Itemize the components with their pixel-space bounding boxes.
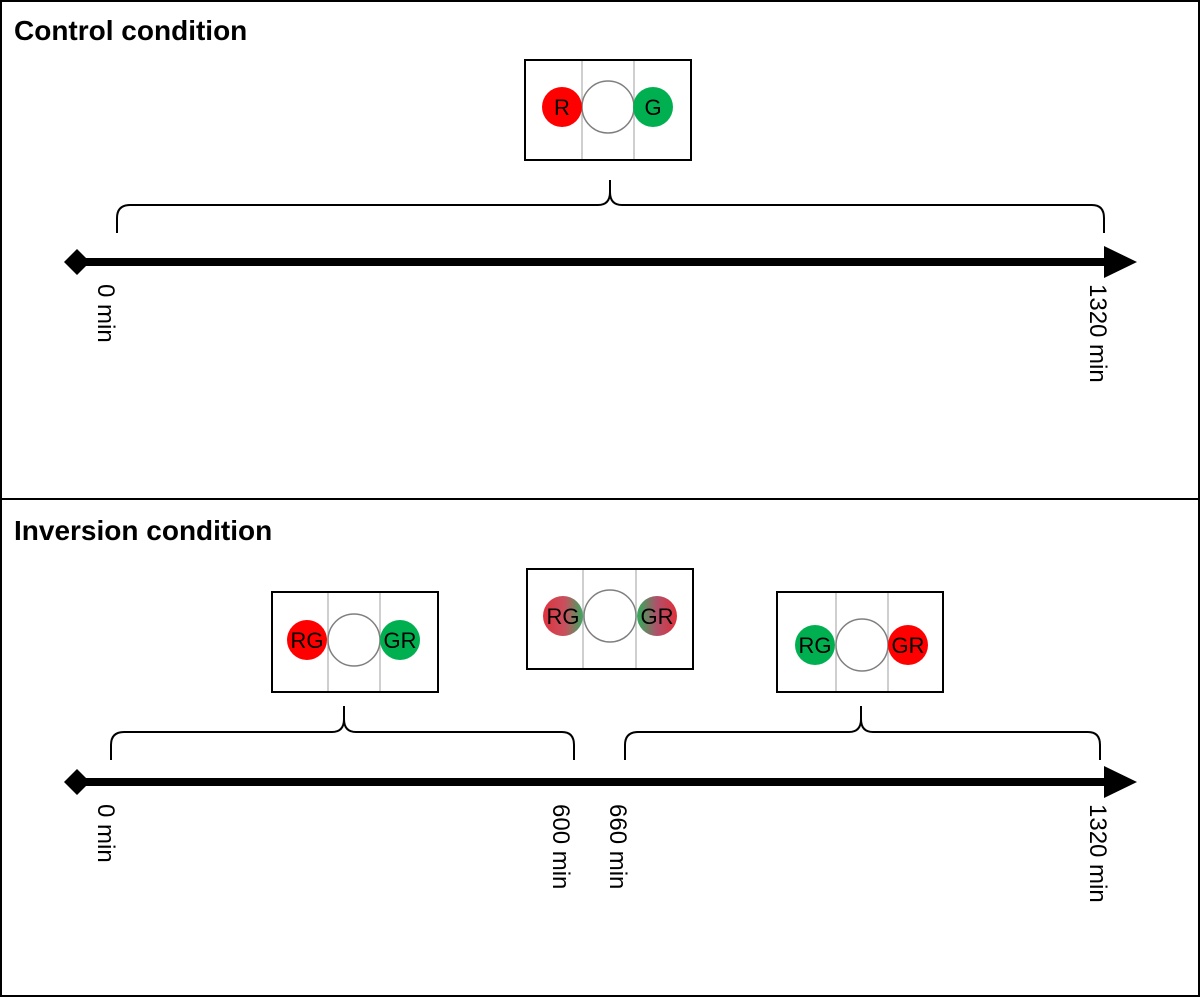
- right-stimulus-mixed-circle: [637, 596, 677, 636]
- right-stimulus-green-circle: [380, 620, 420, 660]
- timeline-start-diamond: [64, 769, 90, 795]
- left-stimulus-red-circle: [287, 620, 327, 660]
- tick-label-0-min: 0 min: [92, 804, 119, 863]
- right-stimulus-label: G: [644, 95, 661, 120]
- second-period-brace: [624, 706, 1101, 760]
- right-stimulus-green-circle: [633, 87, 673, 127]
- left-stimulus-label: RG: [291, 628, 324, 653]
- second-period-apparatus: RG GR: [776, 591, 944, 693]
- control-period-brace: [116, 180, 1105, 233]
- tick-label-660-min: 660 min: [604, 804, 631, 889]
- center-neutral-circle: [583, 589, 637, 643]
- inversion-panel-frame: [0, 498, 1200, 997]
- tick-label-600-min: 600 min: [547, 804, 574, 889]
- tick-label-1320-min: 1320 min: [1084, 284, 1111, 383]
- timeline-start-diamond: [64, 249, 90, 275]
- transition-apparatus: RG GR: [526, 568, 694, 670]
- right-stimulus-red-circle: [888, 625, 928, 665]
- center-neutral-circle: [835, 618, 889, 672]
- control-timeline: [64, 246, 1137, 278]
- left-stimulus-mixed-circle: [543, 596, 583, 636]
- inversion-panel-title: Inversion condition: [14, 515, 272, 546]
- timeline-end-arrowhead: [1104, 766, 1137, 798]
- left-stimulus-green-circle: [795, 625, 835, 665]
- left-stimulus-red-circle: [542, 87, 582, 127]
- first-period-brace: [110, 706, 575, 760]
- left-stimulus-label: RG: [547, 604, 580, 629]
- tick-label-1320-min: 1320 min: [1084, 804, 1111, 903]
- control-panel-title: Control condition: [14, 15, 247, 46]
- right-stimulus-label: GR: [892, 633, 925, 658]
- left-stimulus-label: R: [554, 95, 570, 120]
- center-neutral-circle: [581, 80, 635, 134]
- first-period-apparatus: RG GR: [271, 591, 439, 693]
- right-stimulus-label: GR: [641, 604, 674, 629]
- inversion-timeline: [64, 766, 1137, 798]
- right-stimulus-label: GR: [384, 628, 417, 653]
- left-stimulus-label: RG: [799, 633, 832, 658]
- center-neutral-circle: [327, 613, 381, 667]
- tick-label-0-min: 0 min: [92, 284, 119, 343]
- timeline-end-arrowhead: [1104, 246, 1137, 278]
- control-apparatus: R G: [524, 59, 692, 161]
